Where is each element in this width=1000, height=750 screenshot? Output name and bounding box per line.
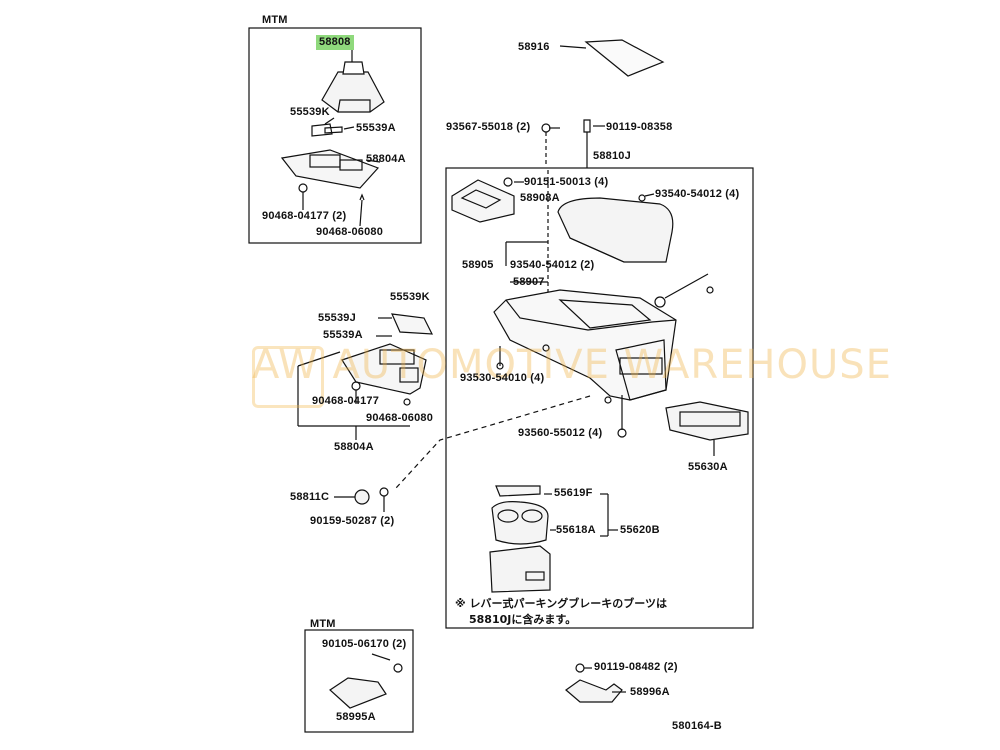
part-58907[interactable]: 58907 [513, 276, 545, 288]
part-93530-54010[interactable]: 93530-54010 (4) [460, 372, 545, 384]
part-93540-54012-right[interactable]: 93540-54012 (4) [655, 188, 740, 200]
part-55539K-mid[interactable]: 55539K [390, 291, 430, 303]
main-assembly-frame [445, 167, 754, 629]
part-90119-08358[interactable]: 90119-08358 [606, 121, 673, 133]
part-58908A[interactable]: 58908A [520, 192, 560, 204]
note-line-1: ※ レバー式パーキングブレーキのブーツは [455, 597, 667, 610]
part-90468-06080-top[interactable]: 90468-06080 [316, 226, 384, 238]
group-label-mtm-top: MTM [262, 14, 288, 26]
part-55539J[interactable]: 55539J [318, 312, 356, 324]
part-55630A[interactable]: 55630A [688, 461, 728, 473]
part-55620B[interactable]: 55620B [620, 524, 660, 536]
part-58916[interactable]: 58916 [518, 41, 550, 53]
diagram-id: 580164-B [672, 720, 722, 732]
part-90468-04177-top[interactable]: 90468-04177 (2) [262, 210, 347, 222]
mtm-top-frame [248, 27, 422, 244]
part-90468-06080-mid[interactable]: 90468-06080 [366, 412, 434, 424]
part-58804A-mid[interactable]: 58804A [334, 441, 374, 453]
part-55539K-top[interactable]: 55539K [290, 106, 330, 118]
part-90468-04177-mid[interactable]: 90468-04177 [312, 395, 380, 407]
part-55618A[interactable]: 55618A [556, 524, 596, 536]
shift-boot-58808 [321, 61, 385, 113]
watermark-logo-frame [252, 346, 324, 408]
part-55539A-top[interactable]: 55539A [356, 122, 396, 134]
part-58808[interactable]: 58808 [316, 35, 354, 50]
part-55539A-mid[interactable]: 55539A [323, 329, 363, 341]
part-90151-50013[interactable]: 90151-50013 (4) [524, 176, 609, 188]
watermark-text: AW AUTOMOTIVE WAREHOUSE [252, 342, 892, 388]
part-55619F[interactable]: 55619F [554, 487, 593, 499]
part-90105-06170[interactable]: 90105-06170 (2) [322, 638, 407, 650]
group-label-mtm-bottom: MTM [310, 618, 336, 630]
part-58811C[interactable]: 58811C [290, 491, 330, 503]
part-90119-08482[interactable]: 90119-08482 (2) [594, 661, 678, 673]
part-58995A[interactable]: 58995A [336, 711, 376, 723]
part-93567-55018[interactable]: 93567-55018 (2) [446, 121, 531, 133]
part-58905[interactable]: 58905 [462, 259, 494, 271]
part-58804A-top[interactable]: 58804A [366, 153, 406, 165]
part-93540-54012-mid[interactable]: 93540-54012 (2) [510, 259, 595, 271]
note-line-2: 58810Jに含みます。 [469, 613, 577, 626]
part-58996A[interactable]: 58996A [630, 686, 670, 698]
part-93560-55012[interactable]: 93560-55012 (4) [518, 427, 603, 439]
mtm-bottom-frame [304, 629, 414, 733]
part-90159-50287[interactable]: 90159-50287 (2) [310, 515, 395, 527]
part-58810J[interactable]: 58810J [593, 150, 631, 162]
